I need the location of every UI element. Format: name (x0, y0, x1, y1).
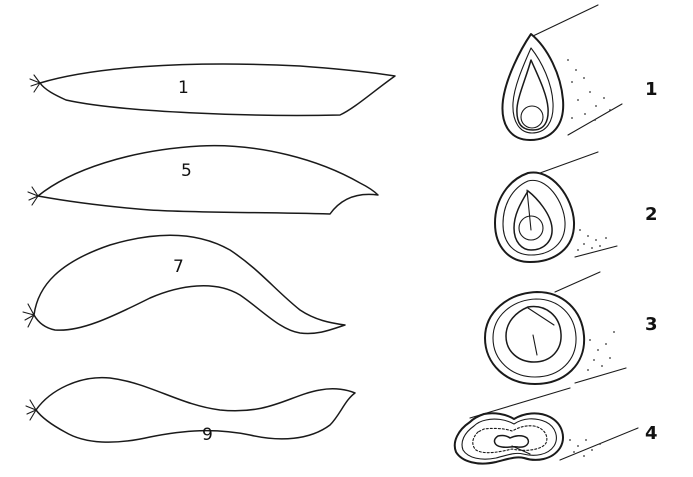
section-2-stipple (577, 229, 607, 251)
cross-section-3: 3 (485, 272, 658, 384)
cross-section-2: 2 (495, 152, 658, 262)
section-3-label: 3 (645, 314, 658, 335)
pod-9-label: 9 (202, 425, 213, 445)
pod-5-label: 5 (181, 161, 192, 181)
section-4-label: 4 (645, 423, 658, 444)
pod-7: 7 (23, 235, 345, 333)
pod-7-label: 7 (173, 257, 184, 277)
section-1-label: 1 (645, 79, 658, 100)
section-1-stipple (567, 59, 611, 121)
pod-1-label: 1 (178, 78, 189, 98)
cross-section-4: 4 (455, 388, 658, 464)
pod-5: 5 (28, 146, 378, 214)
section-2-label: 2 (645, 204, 658, 225)
section-3-stipple (587, 331, 615, 371)
pod-9: 9 (26, 378, 355, 445)
pod-1: 1 (30, 64, 395, 115)
cross-section-1: 1 (502, 5, 657, 140)
